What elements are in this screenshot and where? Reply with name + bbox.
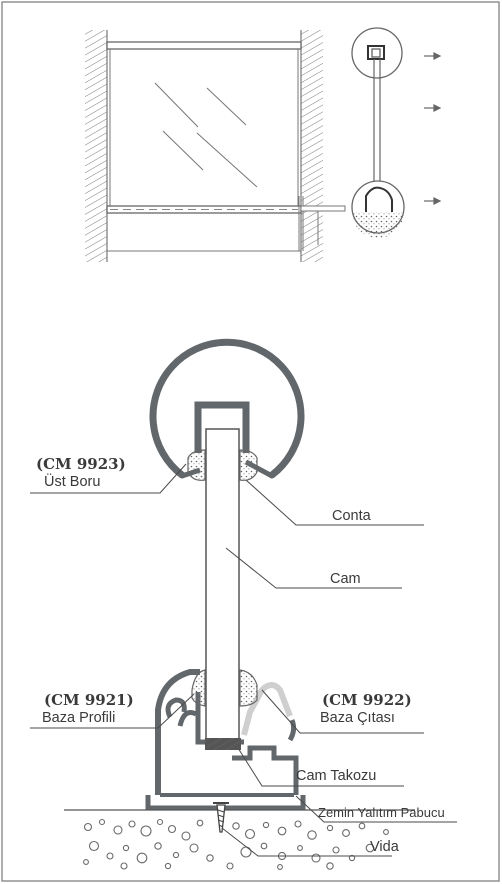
- aggregate-pebble: [154, 842, 162, 850]
- aggregate-pebble: [106, 852, 114, 860]
- vida-label: Vida: [370, 839, 399, 855]
- aggregate-pebble: [326, 824, 334, 832]
- glass-reflection: [154, 82, 258, 188]
- aggregate-pebble: [277, 864, 283, 870]
- setting-block: [205, 738, 241, 750]
- leader-cam: [225, 547, 402, 589]
- aggregate-pebble: [307, 830, 317, 840]
- aggregate-pebble: [156, 818, 164, 826]
- mini-section: [351, 27, 405, 238]
- cam-label: Cam: [330, 571, 361, 587]
- cam-takozu-label: Cam Takozu: [296, 768, 377, 784]
- aggregate-pebble: [297, 845, 303, 851]
- aggregate-pebble: [277, 826, 287, 836]
- baza-profili-name-label: Baza Profili: [42, 710, 116, 726]
- aggregate-pebble: [136, 852, 148, 864]
- aggregate-pebble: [240, 846, 252, 858]
- elevation-view: [85, 30, 346, 262]
- base-strip: [241, 682, 293, 736]
- leader-cam-takozu: [237, 747, 404, 787]
- aggregate-pebble: [140, 825, 152, 837]
- aggregate-pebble: [83, 859, 89, 865]
- screw-icon: [213, 802, 229, 833]
- aggregate-pebble: [342, 829, 350, 837]
- aggregate-pebble: [294, 820, 302, 828]
- top-rail: [106, 41, 302, 50]
- leader-lines: [30, 463, 457, 857]
- aggregate-pebble: [262, 821, 270, 829]
- aggregate-pebble: [83, 822, 93, 832]
- leader-zemin: [295, 795, 457, 823]
- ust-boru-code-label: (CM 9923): [36, 455, 126, 473]
- leader-conta: [245, 479, 424, 526]
- concrete-aggregate: [83, 818, 389, 870]
- zemin-yalitim-pabucu-label: Zemin Yalıtım Pabucu: [318, 805, 445, 820]
- aggregate-pebble: [260, 842, 268, 850]
- leader-vida: [221, 827, 392, 857]
- top-gasket: [187, 449, 258, 481]
- aggregate-pebble: [167, 824, 177, 834]
- aggregate-pebble: [164, 862, 172, 870]
- glass-pane: [205, 428, 240, 740]
- leader-ust-boru: [30, 463, 187, 494]
- aggregate-pebble: [98, 818, 106, 826]
- aggregate-pebble: [332, 846, 340, 854]
- baza-profili-code-label: (CM 9921): [44, 691, 134, 709]
- aggregate-pebble: [122, 844, 130, 852]
- aggregate-pebble: [226, 862, 234, 870]
- aggregate-pebble: [88, 840, 100, 852]
- leader-baza-profili: [30, 693, 195, 729]
- aggregate-pebble: [244, 828, 256, 840]
- aggregate-pebble: [326, 862, 334, 870]
- baza-citasi-name-label: Baza Çıtası: [320, 710, 395, 726]
- conta-label: Conta: [332, 508, 371, 524]
- left-wall: [85, 30, 107, 262]
- aggregate-pebble: [311, 853, 321, 863]
- right-arrow-icon: [424, 52, 442, 205]
- ust-boru-name-label: Üst Boru: [44, 474, 101, 490]
- leader-baza-citasi: [261, 689, 424, 734]
- aggregate-pebble: [189, 843, 199, 853]
- aggregate-pebble: [172, 851, 180, 859]
- aggregate-pebble: [128, 820, 136, 828]
- baza-citasi-code-label: (CM 9922): [322, 691, 412, 709]
- aggregate-pebble: [196, 819, 204, 827]
- aggregate-pebble: [348, 854, 356, 862]
- aggregate-pebble: [120, 862, 128, 870]
- aggregate-pebble: [113, 825, 123, 835]
- right-wall: [301, 30, 323, 262]
- aggregate-pebble: [383, 829, 389, 835]
- aggregate-pebble: [206, 854, 214, 862]
- aggregate-pebble: [358, 822, 366, 830]
- aggregate-pebble: [365, 843, 375, 853]
- floor-shoe: [145, 795, 306, 811]
- aggregate-pebble: [232, 822, 240, 830]
- aggregate-pebble: [181, 831, 191, 841]
- bottom-gasket: [191, 669, 258, 707]
